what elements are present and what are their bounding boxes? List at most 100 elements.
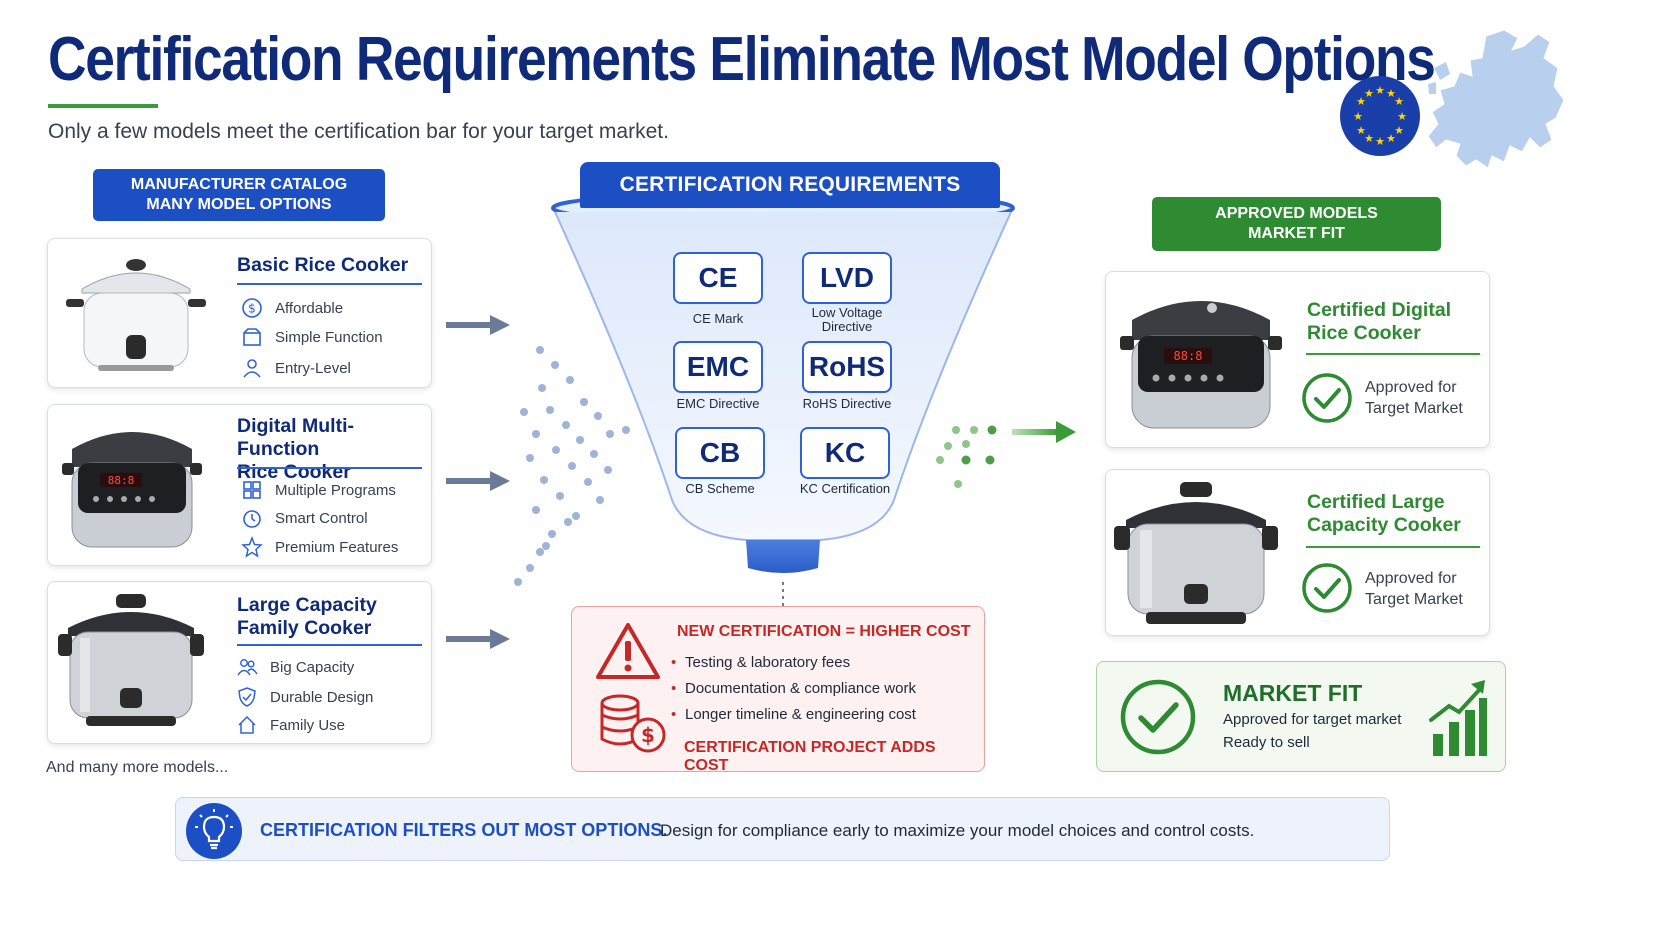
cert-label-line1: EMC Directive <box>676 396 760 411</box>
cert-badge-emc: EMC <box>673 341 763 393</box>
dollar-icon: $ <box>242 298 262 318</box>
status-line2: Target Market <box>1365 591 1463 608</box>
rice-cooker-white-image <box>66 259 206 371</box>
model-divider <box>237 467 422 469</box>
cert-label: RoHS Directive <box>782 397 912 411</box>
model-name: Large Capacity Family Cooker <box>237 594 377 640</box>
takeaway-text: Design for compliance early to maximize … <box>660 821 1255 840</box>
approved-label-line1: APPROVED MODELS <box>1215 205 1378 222</box>
svg-text:$: $ <box>248 302 256 316</box>
feature-item: Durable Design <box>236 686 373 708</box>
svg-text:$: $ <box>641 723 655 747</box>
arrow-right-green-icon <box>1012 421 1076 443</box>
cert-badge-kc: KC <box>800 427 890 479</box>
approved-name-line1: Certified Large <box>1307 491 1445 513</box>
eu-flag-icon: ★ ★ ★ ★ ★ ★ ★ ★ ★ ★ ★ ★ <box>1340 76 1420 156</box>
feature-label: Simple Function <box>275 328 383 346</box>
funnel-title: CERTIFICATION REQUIREMENTS <box>580 162 1000 208</box>
svg-text:★: ★ <box>1394 95 1404 108</box>
filtered-dots <box>514 346 630 586</box>
user-icon <box>243 359 261 378</box>
approved-model-name: Certified Large Capacity Cooker <box>1307 491 1461 537</box>
timer-icon <box>243 510 261 528</box>
page-title: Certification Requirements Eliminate Mos… <box>48 25 1436 94</box>
cert-label-line1: CE Mark <box>692 311 744 326</box>
approved-card-large: Certified Large Capacity Cooker Approved… <box>1105 469 1490 636</box>
cost-warning-box: $ NEW CERTIFICATION = HIGHER COST Testin… <box>571 606 985 774</box>
catalog-label-line2: MANY MODEL OPTIONS <box>146 196 332 213</box>
model-card-basic: Basic Rice Cooker $ Affordable Simple Fu… <box>47 238 432 388</box>
cert-badge-cb: CB <box>675 427 765 479</box>
model-name-line2: Family Cooker <box>237 617 372 639</box>
cert-label-line2: Directive <box>821 319 873 334</box>
more-models-note: And many more models... <box>46 759 229 776</box>
approved-divider <box>1306 546 1480 548</box>
model-name-line2: Rice Cooker <box>237 461 351 483</box>
svg-text:★: ★ <box>1397 110 1407 123</box>
certified-digital-cooker-image: 88:8 <box>1120 301 1282 429</box>
coins-dollar-icon: $ <box>600 694 666 753</box>
svg-text:★: ★ <box>1353 110 1363 123</box>
feature-label: Premium Features <box>275 538 399 556</box>
cost-item: Documentation & compliance work <box>671 680 916 697</box>
grid-icon <box>243 481 261 499</box>
rice-cooker-digital-image: 88:8 <box>62 432 202 548</box>
feature-label: Durable Design <box>270 688 374 706</box>
feature-item: Big Capacity <box>236 656 354 678</box>
feature-label: Smart Control <box>275 509 368 527</box>
approved-card-digital: 88:8 Certified Digital Rice Cooker Appro… <box>1105 271 1490 448</box>
model-card-digital: 88:8 Digital Multi-Function Rice Cooker … <box>47 404 432 566</box>
cert-badge-lvd: LVD <box>802 252 892 304</box>
svg-text:88:8: 88:8 <box>1174 349 1203 363</box>
feature-item: Smart Control <box>241 507 368 529</box>
check-circle-large-icon <box>1120 679 1196 755</box>
approved-divider <box>1306 353 1480 355</box>
svg-text:★: ★ <box>1364 132 1374 145</box>
box-icon <box>243 328 261 346</box>
growth-chart-icon <box>1429 680 1487 756</box>
arrow-right-icon <box>446 629 510 649</box>
cost-title: NEW CERTIFICATION = HIGHER COST <box>677 623 971 640</box>
feature-item: $ Affordable <box>241 297 343 319</box>
people-icon <box>237 659 258 676</box>
cert-badge-ce: CE <box>673 252 763 304</box>
svg-text:★: ★ <box>1356 124 1366 137</box>
europe-map-icon <box>1427 29 1565 169</box>
cost-footer: CERTIFICATION PROJECT ADDS COST <box>684 739 936 774</box>
catalog-label-line1: MANUFACTURER CATALOG <box>130 176 348 193</box>
model-name-line1: Large Capacity <box>237 594 377 616</box>
approved-label: APPROVED MODELS MARKET FIT <box>1152 197 1441 251</box>
feature-label: Big Capacity <box>270 658 355 676</box>
feature-item: Multiple Programs <box>241 479 396 501</box>
market-fit-line: Approved for target market <box>1223 711 1402 728</box>
svg-text:★: ★ <box>1394 124 1404 137</box>
svg-text:★: ★ <box>1375 84 1385 97</box>
feature-item: Simple Function <box>241 326 383 348</box>
model-divider <box>237 283 422 285</box>
home-icon <box>238 715 256 734</box>
svg-text:★: ★ <box>1375 135 1385 148</box>
cert-label: CB Scheme <box>655 482 785 496</box>
status-line1: Approved for <box>1365 379 1457 396</box>
cert-badge-rohs: RoHS <box>802 341 892 393</box>
approved-name-line2: Capacity Cooker <box>1307 514 1461 536</box>
model-name-line1: Digital Multi-Function <box>237 415 354 460</box>
cert-label-line1: Low Voltage <box>811 305 883 320</box>
approved-label-line2: MARKET FIT <box>1248 225 1345 242</box>
certified-large-cooker-image <box>1114 482 1278 624</box>
status-line2: Target Market <box>1365 400 1463 417</box>
cost-item: Longer timeline & engineering cost <box>671 706 916 723</box>
arrow-right-icon <box>446 471 510 491</box>
market-fit-box: MARKET FIT Approved for target market Re… <box>1096 661 1506 772</box>
lightbulb-icon <box>186 803 242 859</box>
feature-item: Entry-Level <box>241 357 351 379</box>
model-divider <box>237 644 422 646</box>
page-subtitle: Only a few models meet the certification… <box>48 120 669 143</box>
approved-name-line1: Certified Digital <box>1307 299 1452 321</box>
check-circle-icon <box>1302 563 1352 613</box>
feature-item: Family Use <box>236 714 345 736</box>
cert-label: EMC Directive <box>653 397 783 411</box>
cert-label: KC Certification <box>780 482 910 496</box>
cert-label: CE Mark <box>653 312 783 326</box>
